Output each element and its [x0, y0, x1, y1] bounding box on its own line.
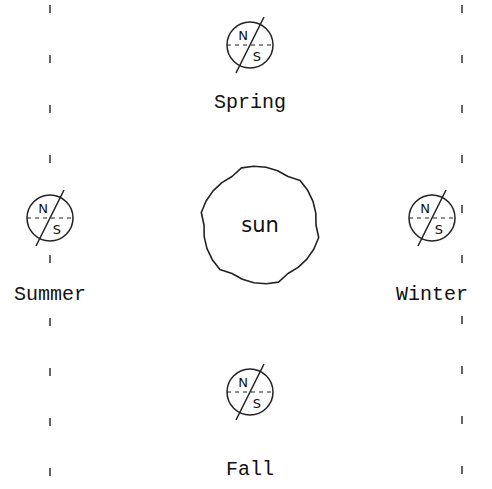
sun-label: sun	[241, 215, 279, 236]
earth-globe: NS Summer	[0, 190, 100, 320]
earth-globe: NS Fall	[200, 364, 300, 489]
dashed-line	[49, 255, 51, 282]
earth-globe: NS Spring	[200, 17, 300, 147]
earth-drawing	[200, 17, 300, 77]
earth-drawing	[200, 364, 300, 424]
pole-letter: S	[435, 223, 443, 236]
season-label: Summer	[14, 285, 86, 305]
sun-circle: sun	[195, 160, 325, 290]
dashed-line	[49, 5, 51, 182]
season-label: Winter	[396, 285, 468, 305]
pole-letter: S	[53, 223, 61, 236]
season-label: Spring	[214, 93, 286, 113]
dashed-line	[461, 5, 463, 282]
season-label: Fall	[226, 460, 274, 480]
pole-letter: N	[238, 29, 248, 42]
earth-drawing	[382, 190, 482, 250]
dashed-line	[461, 316, 463, 489]
dashed-line	[49, 318, 51, 489]
pole-letter: N	[38, 202, 48, 215]
pole-letter: S	[253, 50, 261, 63]
earth-globe: NS Winter	[382, 190, 482, 320]
pole-letter: N	[238, 376, 248, 389]
pole-letter: N	[420, 202, 430, 215]
pole-letter: S	[253, 397, 261, 410]
earth-drawing	[0, 190, 100, 250]
